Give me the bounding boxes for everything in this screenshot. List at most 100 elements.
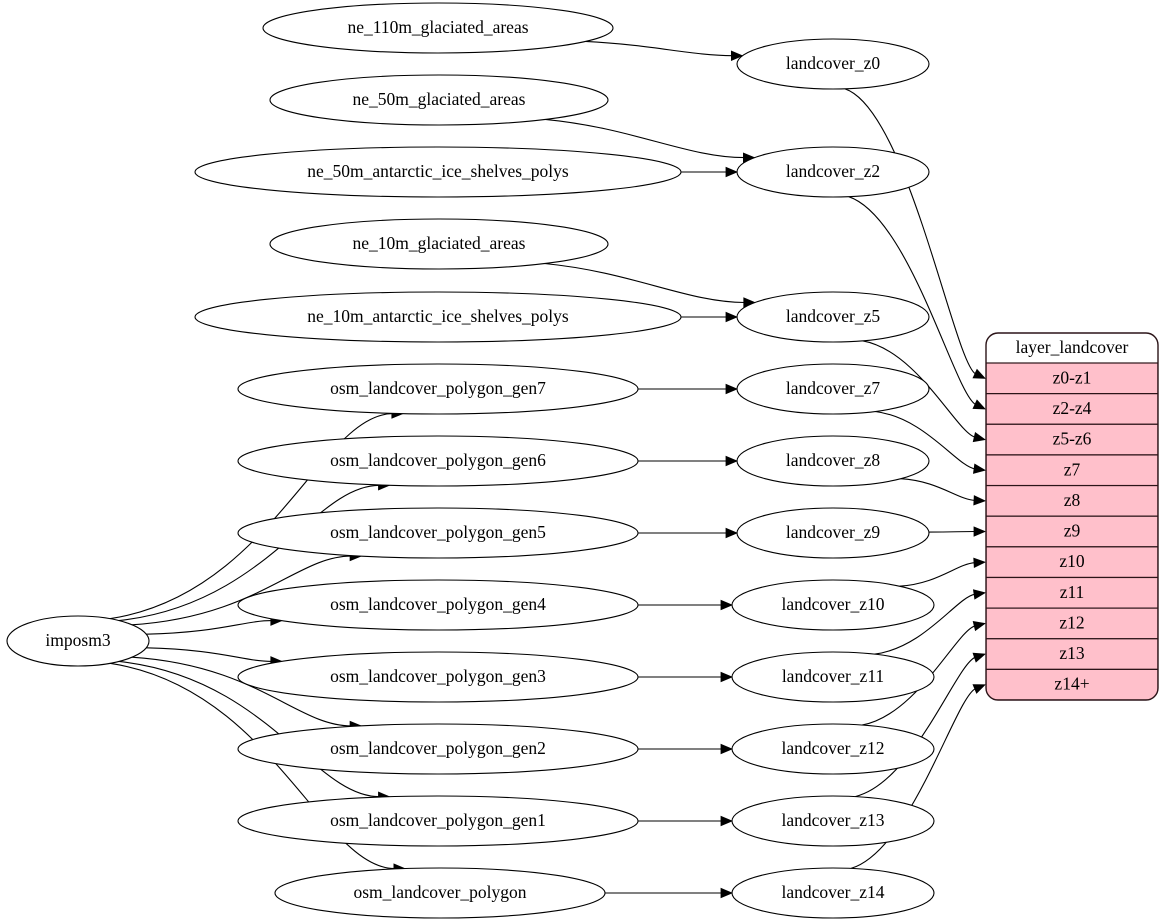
edge-line xyxy=(146,620,272,635)
source-node-osm_landcover_polygon_gen2[interactable]: osm_landcover_polygon_gen2 xyxy=(237,723,639,775)
edge xyxy=(638,815,734,827)
node-shape xyxy=(237,507,639,559)
node-shape xyxy=(237,363,639,415)
edge xyxy=(844,88,986,379)
node-label: osm_landcover_polygon_gen2 xyxy=(330,738,546,758)
nodes-layer: imposm3 ne_110m_glaciated_areas ne_50m_gla… xyxy=(6,2,935,919)
node-label: osm_landcover_polygon_gen6 xyxy=(330,450,546,470)
node-shape xyxy=(731,651,935,703)
edge xyxy=(900,478,987,506)
mid-node-landcover_z5[interactable]: landcover_z5 xyxy=(736,291,930,343)
table-row-z10[interactable] xyxy=(986,546,1158,579)
edge-line xyxy=(131,656,352,727)
node-label: landcover_z13 xyxy=(781,810,884,830)
source-node-osm_landcover_polygon_gen3[interactable]: osm_landcover_polygon_gen3 xyxy=(237,651,639,703)
node-label: ne_50m_glaciated_areas xyxy=(353,89,526,109)
node-shape xyxy=(736,38,930,90)
mid-node-landcover_z2[interactable]: landcover_z2 xyxy=(736,146,930,198)
edge-arrowhead xyxy=(972,621,987,632)
source-node-ne_110m_glaciated_areas[interactable]: ne_110m_glaciated_areas xyxy=(262,2,614,54)
node-shape xyxy=(736,435,930,487)
edge xyxy=(638,383,739,395)
table-row-z5-z6[interactable] xyxy=(986,423,1158,456)
table-row-label: z10 xyxy=(1059,551,1085,571)
table-header-label: layer_landcover xyxy=(1016,337,1129,357)
edge-arrowhead xyxy=(720,599,734,611)
edge-line xyxy=(146,647,272,662)
source-node-ne_50m_glaciated_areas[interactable]: ne_50m_glaciated_areas xyxy=(269,74,609,126)
root-node-imposm3[interactable]: imposm3 xyxy=(6,615,150,667)
source-node-osm_landcover_polygon_gen5[interactable]: osm_landcover_polygon_gen5 xyxy=(237,507,639,559)
source-node-osm_landcover_polygon_gen1[interactable]: osm_landcover_polygon_gen1 xyxy=(237,795,639,847)
edge xyxy=(855,652,986,798)
node-label: osm_landcover_polygon xyxy=(353,882,526,902)
edge xyxy=(146,647,283,667)
mid-node-landcover_z0[interactable]: landcover_z0 xyxy=(736,38,930,90)
edge-line xyxy=(900,478,976,501)
table-row-z9[interactable] xyxy=(986,515,1158,548)
edge xyxy=(146,615,283,635)
table-row-z8[interactable] xyxy=(986,484,1158,517)
edge-arrowhead xyxy=(972,589,987,600)
source-node-ne_10m_antarctic_ice_shelves_polys[interactable]: ne_10m_antarctic_ice_shelves_polys xyxy=(194,291,682,343)
node-shape xyxy=(736,363,930,415)
edge xyxy=(680,166,739,178)
edge xyxy=(874,589,987,655)
table-outline xyxy=(985,332,1159,701)
edge-arrowhead xyxy=(972,463,987,474)
source-node-ne_50m_antarctic_ice_shelves_polys[interactable]: ne_50m_antarctic_ice_shelves_polys xyxy=(194,146,682,198)
edge xyxy=(928,526,987,537)
node-shape xyxy=(237,651,639,703)
source-node-osm_landcover_polygon_gen4[interactable]: osm_landcover_polygon_gen4 xyxy=(237,579,639,631)
node-shape xyxy=(731,723,935,775)
node-label: osm_landcover_polygon_gen1 xyxy=(330,810,546,830)
node-label: osm_landcover_polygon_gen5 xyxy=(330,522,546,542)
node-label: ne_10m_glaciated_areas xyxy=(353,233,526,253)
edge-arrowhead xyxy=(972,399,986,410)
edge-arrowhead xyxy=(972,684,986,694)
edge-arrowhead xyxy=(973,526,987,537)
node-label: landcover_z9 xyxy=(786,522,881,542)
edge-arrowhead xyxy=(725,383,739,395)
node-shape xyxy=(262,2,614,54)
edge-line xyxy=(109,662,395,870)
node-label: osm_landcover_polygon_gen3 xyxy=(330,666,546,686)
source-node-ne_10m_glaciated_areas[interactable]: ne_10m_glaciated_areas xyxy=(269,218,609,270)
table-row-z12[interactable] xyxy=(986,607,1158,640)
edge-line xyxy=(848,196,977,406)
mid-node-landcover_z14[interactable]: landcover_z14 xyxy=(731,867,935,919)
table-row-z14+[interactable] xyxy=(986,668,1158,700)
mid-node-landcover_z7[interactable]: landcover_z7 xyxy=(736,363,930,415)
node-shape xyxy=(736,507,930,559)
table-row-label: z13 xyxy=(1059,643,1085,663)
edge-arrowhead xyxy=(720,887,734,899)
table-node-layer-landcover[interactable]: layer_landcoverz0-z1z2-z4z5-z6z7z8z9z10z… xyxy=(985,332,1159,701)
source-node-osm_landcover_polygon_gen7[interactable]: osm_landcover_polygon_gen7 xyxy=(237,363,639,415)
mid-node-landcover_z8[interactable]: landcover_z8 xyxy=(736,435,930,487)
edge-line xyxy=(855,656,976,798)
node-shape xyxy=(6,615,150,667)
source-node-osm_landcover_polygon_gen6[interactable]: osm_landcover_polygon_gen6 xyxy=(237,435,639,487)
node-label: imposm3 xyxy=(45,630,110,650)
edge-arrowhead xyxy=(725,455,739,467)
edge-arrowhead xyxy=(730,50,744,61)
edge xyxy=(850,684,986,869)
mid-node-landcover_z12[interactable]: landcover_z12 xyxy=(731,723,935,775)
mid-node-landcover_z10[interactable]: landcover_z10 xyxy=(731,579,935,631)
edge-line xyxy=(109,413,393,620)
edge-line xyxy=(874,410,976,470)
edge-line xyxy=(844,88,977,375)
mid-node-landcover_z11[interactable]: landcover_z11 xyxy=(731,651,935,703)
edge-line xyxy=(850,687,977,869)
edge xyxy=(899,557,987,587)
node-label: ne_10m_antarctic_ice_shelves_polys xyxy=(307,306,569,326)
node-shape xyxy=(731,867,935,919)
mid-node-landcover_z13[interactable]: landcover_z13 xyxy=(731,795,935,847)
source-node-osm_landcover_polygon[interactable]: osm_landcover_polygon xyxy=(274,867,606,919)
edge xyxy=(862,340,987,443)
table-row-label: z0-z1 xyxy=(1053,367,1092,387)
table-row-label: z12 xyxy=(1059,612,1084,632)
mid-node-landcover_z9[interactable]: landcover_z9 xyxy=(736,507,930,559)
